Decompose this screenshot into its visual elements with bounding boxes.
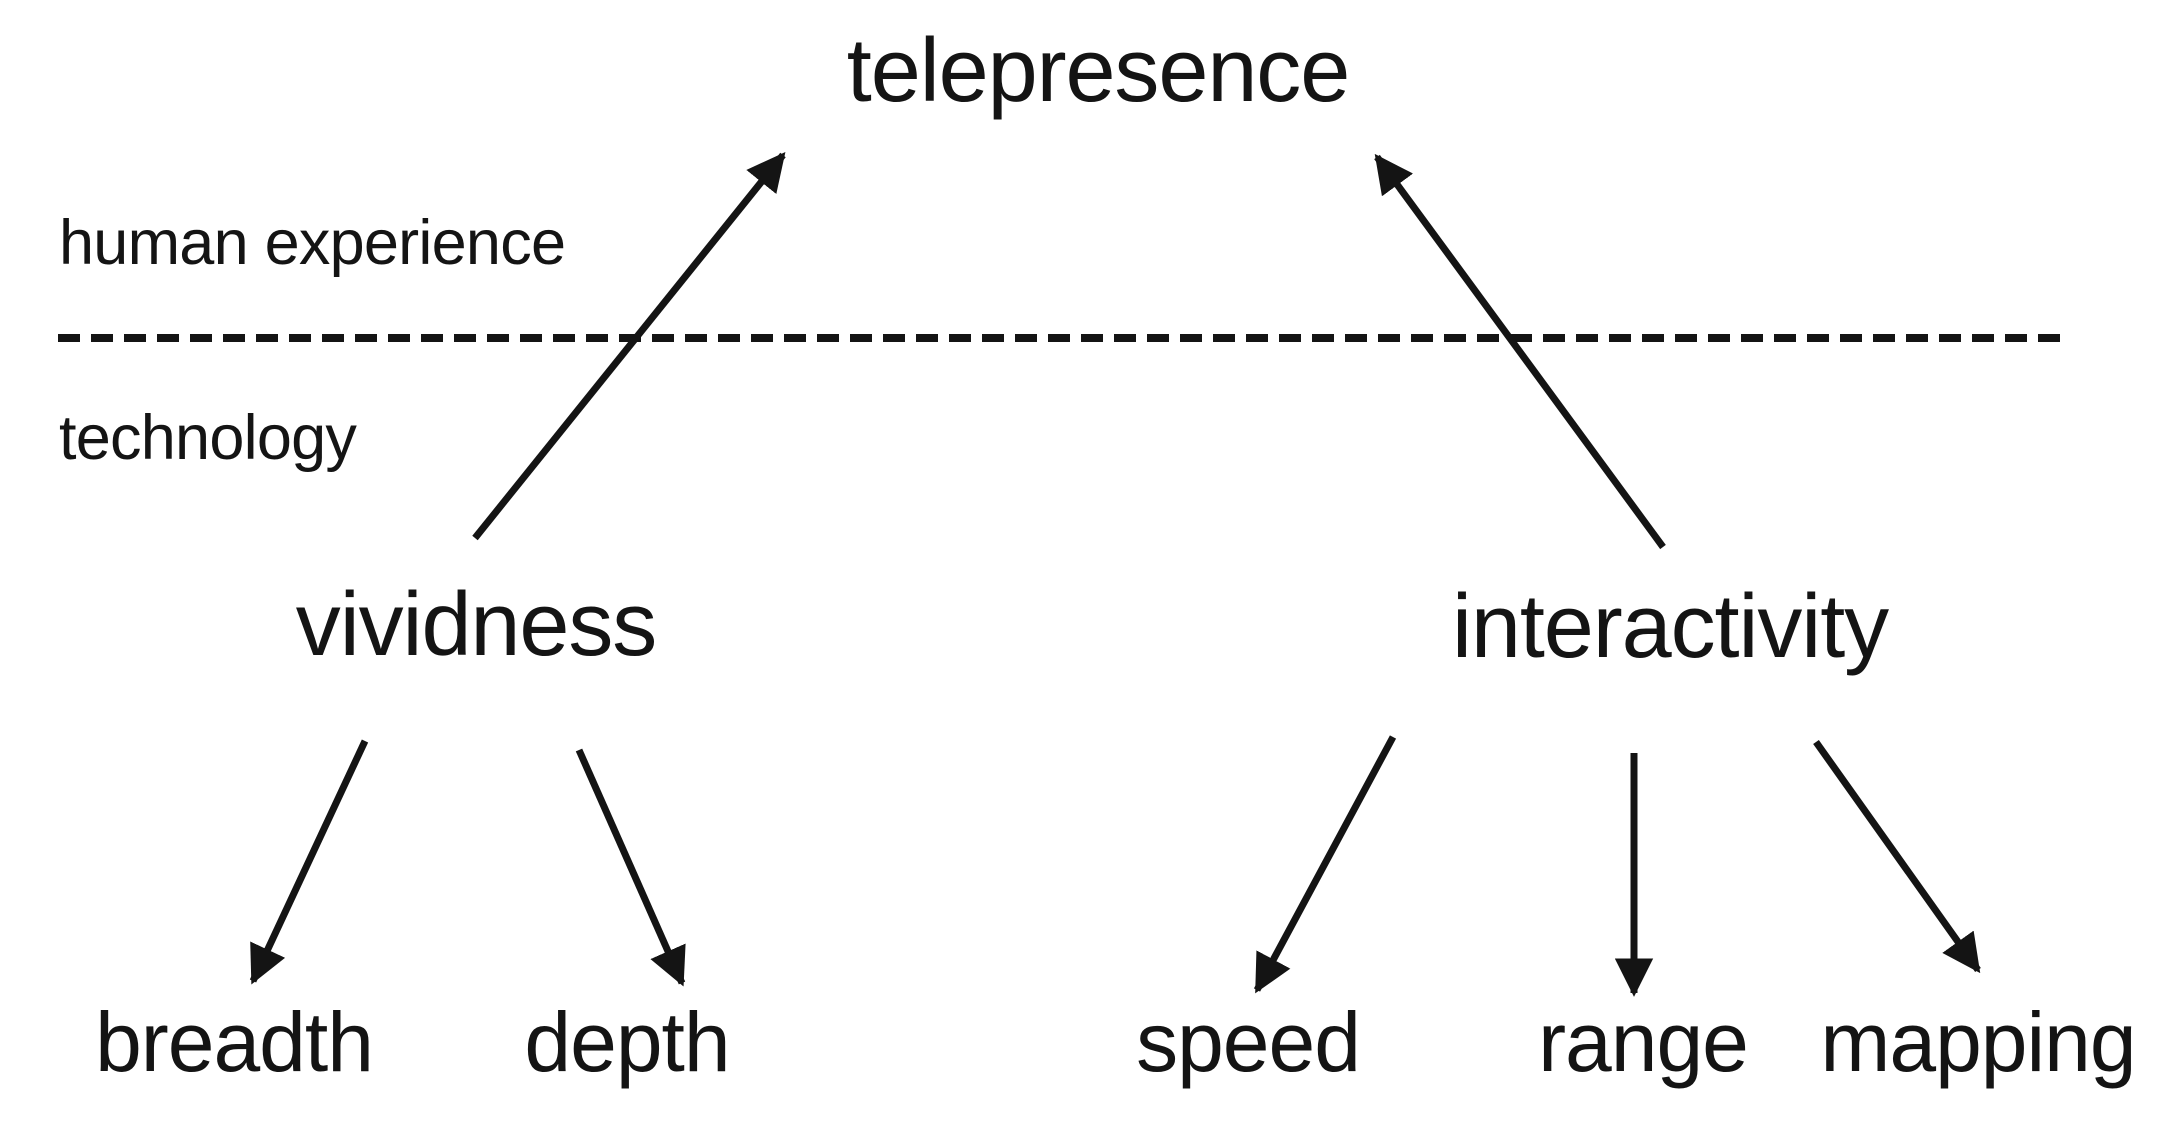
edge-vividness-to-breadth <box>249 739 369 985</box>
node-range: range <box>1538 995 1749 1089</box>
edge-vividness-to-depth <box>575 748 686 987</box>
node-interactivity: interactivity <box>1451 577 1889 677</box>
region-label-human-experience: human experience <box>59 208 566 278</box>
region-label-technology: technology <box>59 403 357 473</box>
edge-interactivity-to-speed <box>1253 735 1397 994</box>
edge-interactivity-to-mapping <box>1813 739 1981 974</box>
node-breadth: breadth <box>95 995 374 1089</box>
node-vividness: vividness <box>295 575 658 675</box>
node-telepresence: telepresence <box>846 21 1350 121</box>
node-mapping: mapping <box>1820 995 2136 1089</box>
node-depth: depth <box>524 995 730 1089</box>
edge-interactivity-to-telepresence <box>1374 153 1666 550</box>
node-speed: speed <box>1136 995 1361 1089</box>
edge-vividness-to-telepresence <box>472 151 786 541</box>
